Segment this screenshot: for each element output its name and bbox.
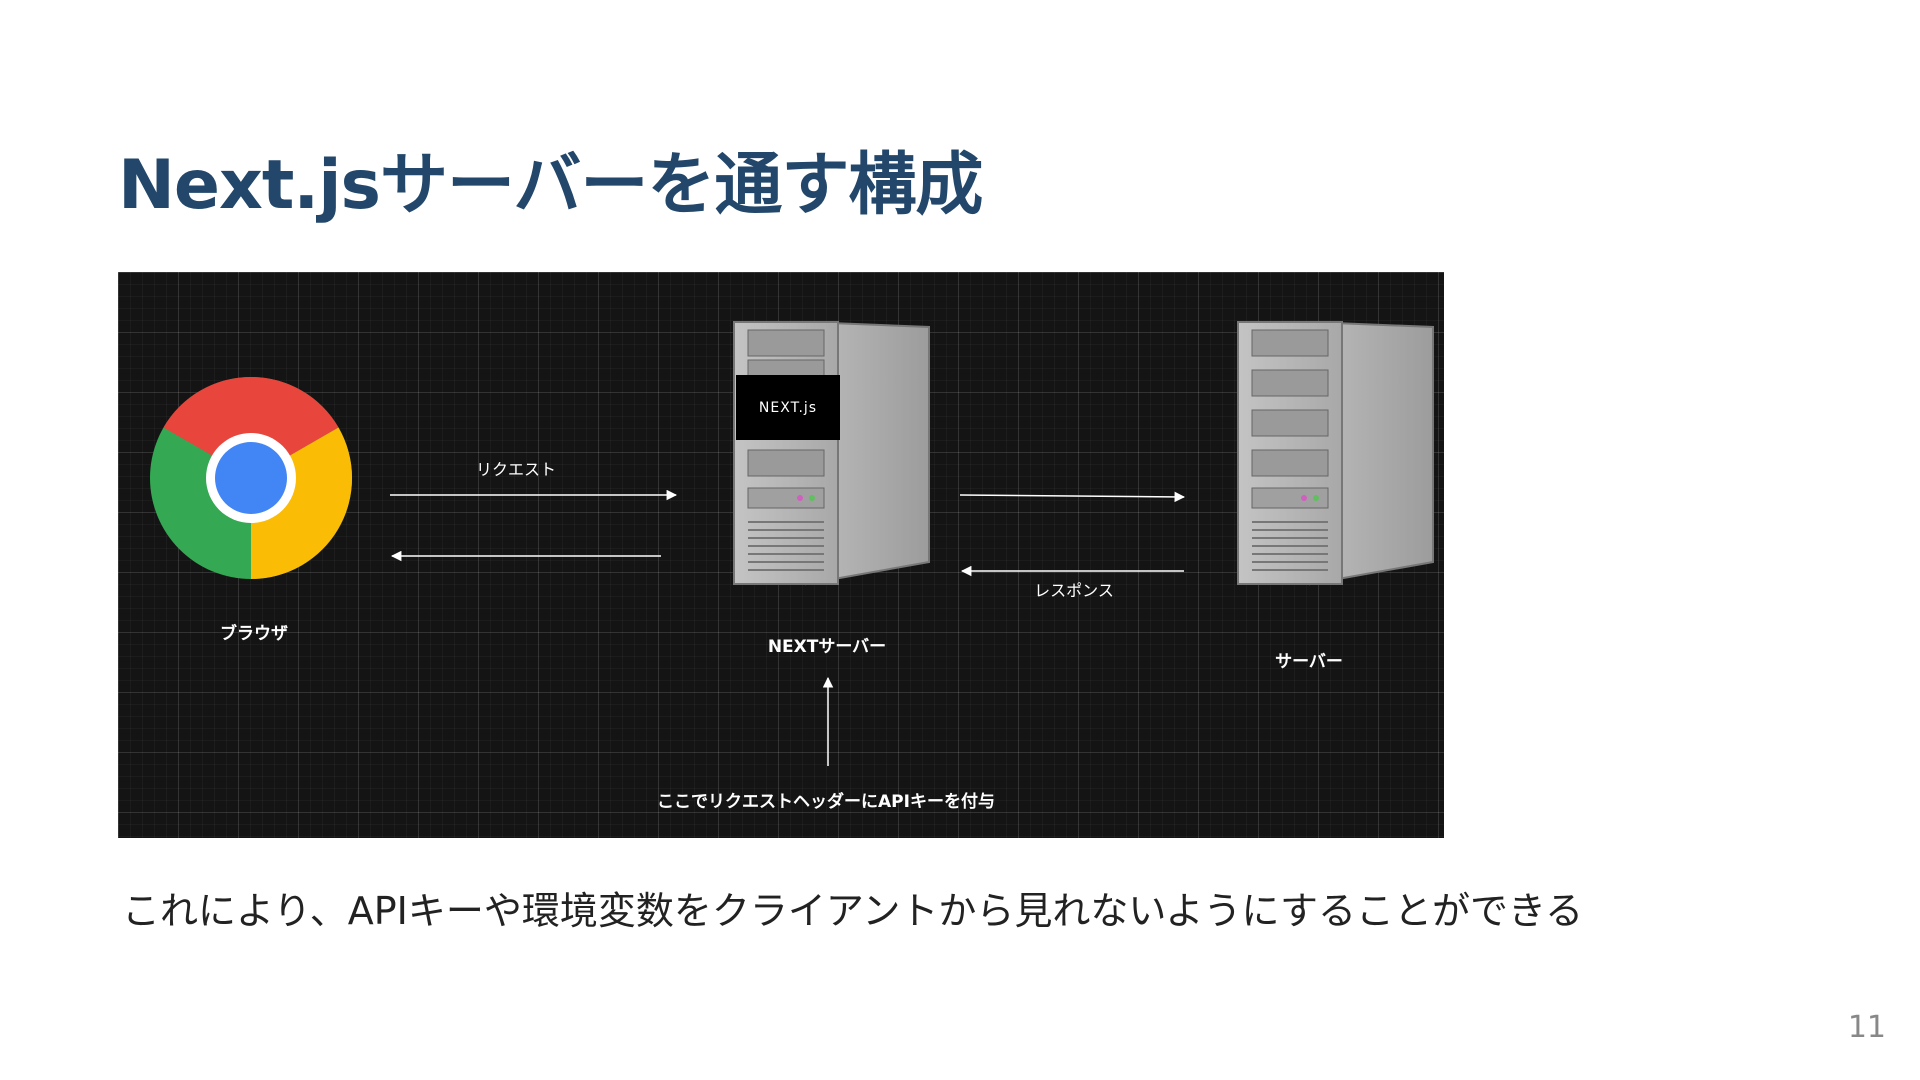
next-server-icon xyxy=(734,322,929,584)
slide-caption: これにより、APIキーや環境変数をクライアントから見れないようにすることができる xyxy=(122,886,1583,936)
chrome-logo-icon xyxy=(150,377,352,579)
request-label: リクエスト xyxy=(476,459,556,481)
next-logo: NEXT.js xyxy=(736,375,840,440)
next-server-label: NEXTサーバー xyxy=(768,636,886,658)
browser-label: ブラウザ xyxy=(220,623,288,645)
slide-title: Next.jsサーバーを通す構成 xyxy=(118,138,982,234)
backend-server-icon xyxy=(1238,322,1433,584)
forward-arrow xyxy=(960,495,1184,497)
page-number: 11 xyxy=(1848,1008,1886,1048)
response-label: レスポンス xyxy=(1034,580,1114,602)
next-logo-text: NEXT.js xyxy=(759,400,817,416)
architecture-diagram: NEXT.js リクエスト レスポンス ブラウザ NEXTサーバー サーバー こ… xyxy=(118,272,1444,838)
header-note-label: ここでリクエストヘッダーにAPIキーを付与 xyxy=(657,791,995,813)
server-label: サーバー xyxy=(1275,651,1343,673)
